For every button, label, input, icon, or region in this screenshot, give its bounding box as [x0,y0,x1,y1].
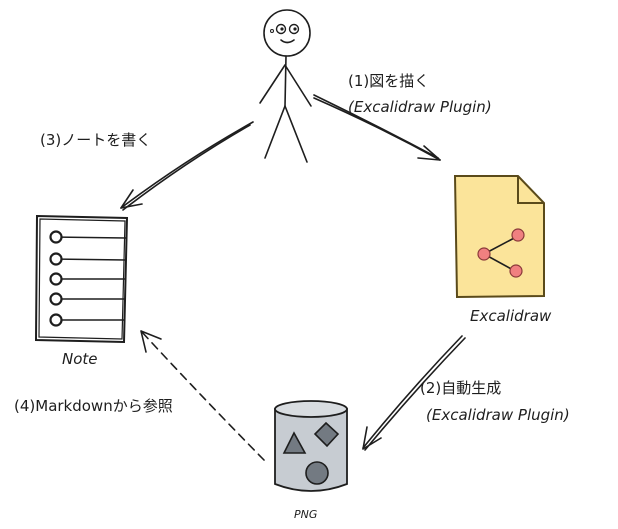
arrow-write-note [120,121,254,211]
step3-label: (3)ノートを書く [40,131,151,149]
figure-body [284,55,287,107]
png-label: PNG [294,508,317,521]
step2-sublabel: (Excalidraw Plugin) [426,406,570,424]
arrow-markdown-reference [140,330,265,461]
document-file-icon [453,175,545,299]
excalidraw-label: Excalidraw [470,307,552,325]
diamond-shape [313,421,340,448]
circle-shape [305,461,329,485]
step1-sublabel: (Excalidraw Plugin) [348,98,492,116]
cylinder-storage-icon [274,400,348,492]
step2-label: (2)自動生成 [420,379,501,397]
arrow-auto-generate [362,335,466,451]
notebook-icon [34,214,129,344]
note-label: Note [62,350,98,368]
figure-head [263,9,311,57]
step1-label: (1)図を描く [348,72,429,90]
figure-arms [259,64,312,107]
figure-mouth [280,39,295,44]
triangle-shape [282,431,307,454]
step4-label: (4)Markdownから参照 [14,397,173,415]
stick-figure-icon [259,9,312,163]
figure-legs [264,105,308,163]
arrow-draw-figure [313,94,441,161]
